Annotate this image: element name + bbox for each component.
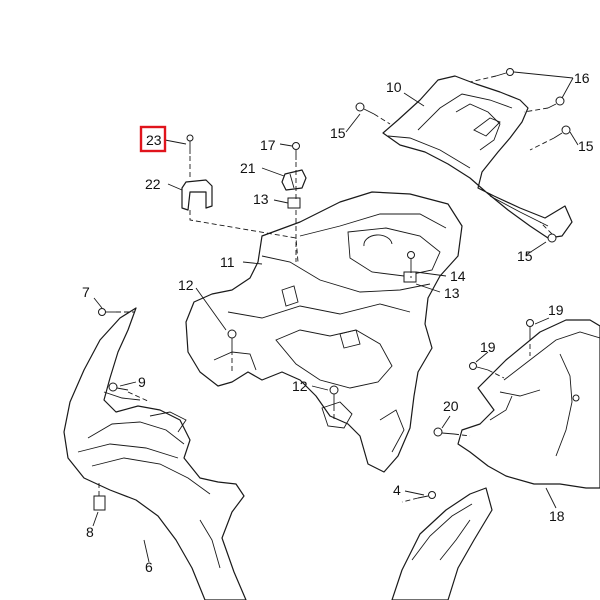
part-number-labels: 23 22 17 21 13 11 10 15 16 15 15 14 13 1… xyxy=(82,70,594,575)
label-15-b: 15 xyxy=(578,138,594,154)
label-4: 4 xyxy=(393,482,401,498)
label-21: 21 xyxy=(240,160,256,176)
part-21-clip xyxy=(281,169,307,191)
leader-lines xyxy=(92,71,579,563)
label-14: 14 xyxy=(450,268,466,284)
label-12-lower: 12 xyxy=(292,378,308,394)
label-19-left: 19 xyxy=(480,339,496,355)
label-17: 17 xyxy=(260,137,276,153)
part-10-side-cover xyxy=(382,75,573,239)
label-15-c: 15 xyxy=(517,248,533,264)
label-10: 10 xyxy=(386,79,402,95)
part-bottom-cover xyxy=(391,487,493,600)
part-11-inner-panel xyxy=(185,191,463,473)
label-23: 23 xyxy=(146,132,162,148)
label-12-upper: 12 xyxy=(178,277,194,293)
label-15-a: 15 xyxy=(330,125,346,141)
label-16: 16 xyxy=(574,70,590,86)
fasteners xyxy=(93,68,571,511)
part-18-fender xyxy=(457,319,600,489)
label-13-lower: 13 xyxy=(444,285,460,301)
label-13-upper: 13 xyxy=(253,191,269,207)
highlight-box-23 xyxy=(139,125,167,153)
label-19-right: 19 xyxy=(548,302,564,318)
part-6-front-cover xyxy=(63,307,247,600)
part-22-bracket xyxy=(181,179,213,211)
assembly-lines xyxy=(98,75,555,503)
label-18: 18 xyxy=(549,508,565,524)
label-9: 9 xyxy=(138,374,146,390)
label-20: 20 xyxy=(443,398,459,414)
label-6: 6 xyxy=(145,559,153,575)
label-22: 22 xyxy=(145,176,161,192)
label-11: 11 xyxy=(220,254,235,270)
label-7: 7 xyxy=(82,284,90,300)
label-8: 8 xyxy=(86,524,94,540)
